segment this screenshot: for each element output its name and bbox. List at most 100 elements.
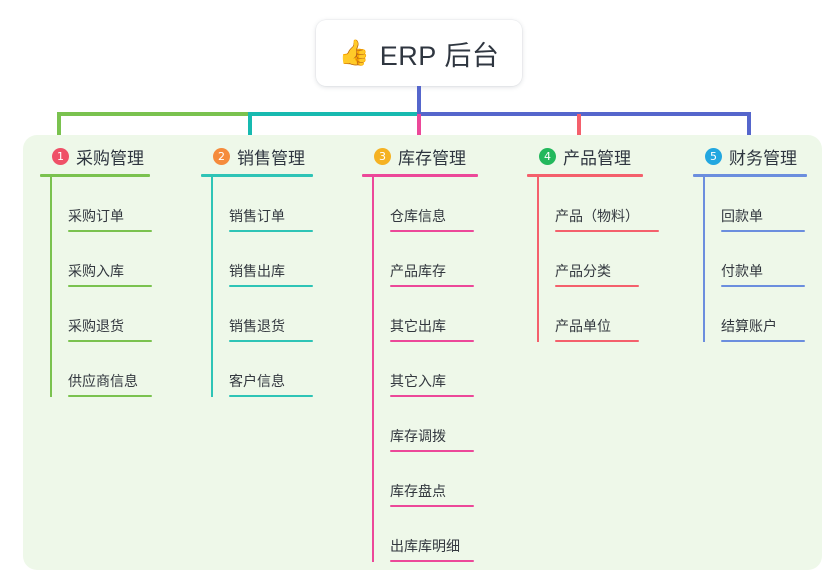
horizontal-connector-teal [248, 112, 421, 116]
leaf-item-rule [721, 285, 805, 287]
column-title: 产品管理 [563, 148, 631, 168]
root-trunk-connector [417, 86, 421, 116]
leaf-item[interactable]: 销售订单 [201, 177, 313, 232]
leaf-item-rule [721, 230, 805, 232]
column-spine [703, 177, 705, 342]
column-header-rule [693, 174, 807, 177]
drop-connector-col5 [747, 112, 751, 150]
leaf-item-label: 出库库明细 [390, 538, 460, 554]
leaf-item-rule [390, 450, 474, 452]
diagram-panel [23, 135, 822, 570]
leaf-item[interactable]: 其它出库 [362, 287, 478, 342]
leaf-item-rule [555, 230, 659, 232]
column-items: 销售订单销售出库销售退货客户信息 [201, 177, 313, 397]
drop-connector-col2 [248, 112, 252, 150]
column-header-rule [527, 174, 643, 177]
leaf-item-rule [68, 230, 152, 232]
leaf-item[interactable]: 仓库信息 [362, 177, 478, 232]
column-spine [537, 177, 539, 342]
leaf-item[interactable]: 客户信息 [201, 342, 313, 397]
drop-connector-col1 [57, 112, 61, 150]
leaf-item-label: 客户信息 [229, 373, 285, 389]
leaf-item-label: 供应商信息 [68, 373, 138, 389]
leaf-item-label: 库存盘点 [390, 483, 446, 499]
column-title: 财务管理 [729, 148, 797, 168]
leaf-item-label: 产品分类 [555, 263, 611, 279]
leaf-item[interactable]: 采购入库 [40, 232, 152, 287]
leaf-item[interactable]: 供应商信息 [40, 342, 152, 397]
leaf-item-rule [68, 395, 152, 397]
leaf-item-rule [390, 505, 474, 507]
leaf-item-label: 产品库存 [390, 263, 446, 279]
leaf-item[interactable]: 库存盘点 [362, 452, 478, 507]
column-badge-icon: 3 [374, 147, 391, 165]
column-badge-icon: 4 [539, 147, 556, 165]
leaf-item[interactable]: 出库库明细 [362, 507, 478, 562]
leaf-item[interactable]: 产品库存 [362, 232, 478, 287]
leaf-item-rule [229, 340, 313, 342]
leaf-item[interactable]: 其它入库 [362, 342, 478, 397]
column-spine [372, 177, 374, 562]
leaf-item[interactable]: 产品（物料） [527, 177, 659, 232]
leaf-item[interactable]: 产品分类 [527, 232, 659, 287]
leaf-item-rule [229, 230, 313, 232]
column-header-4[interactable]: 4 产品管理 [527, 143, 659, 169]
leaf-item-rule [721, 340, 805, 342]
leaf-item-rule [390, 395, 474, 397]
column-items: 仓库信息产品库存其它出库其它入库库存调拨库存盘点出库库明细 [362, 177, 478, 562]
leaf-item[interactable]: 结算账户 [693, 287, 807, 342]
root-node[interactable]: 👍 ERP 后台 [316, 20, 522, 86]
leaf-item-rule [68, 285, 152, 287]
leaf-item[interactable]: 库存调拨 [362, 397, 478, 452]
column-header-rule [362, 174, 478, 177]
drop-connector-col3 [417, 114, 421, 150]
leaf-item-label: 产品（物料） [555, 208, 639, 224]
drop-connector-col4 [577, 114, 581, 150]
column-items: 采购订单采购入库采购退货供应商信息 [40, 177, 152, 397]
leaf-item-label: 其它入库 [390, 373, 446, 389]
column-spine [50, 177, 52, 397]
leaf-item[interactable]: 回款单 [693, 177, 807, 232]
column-header-rule [40, 174, 150, 177]
leaf-item-label: 回款单 [721, 208, 763, 224]
root-title: ERP 后台 [379, 40, 500, 71]
column-items: 回款单付款单结算账户 [693, 177, 807, 342]
leaf-item[interactable]: 付款单 [693, 232, 807, 287]
leaf-item-label: 采购入库 [68, 263, 124, 279]
leaf-item-label: 销售订单 [229, 208, 285, 224]
leaf-item-label: 库存调拨 [390, 428, 446, 444]
column-header-rule [201, 174, 313, 177]
leaf-item-label: 付款单 [721, 263, 763, 279]
column-title: 采购管理 [76, 148, 144, 168]
column-spine [211, 177, 213, 397]
leaf-item[interactable]: 产品单位 [527, 287, 659, 342]
column-title: 库存管理 [398, 148, 466, 168]
thumbs-up-icon: 👍 [338, 38, 370, 67]
leaf-item-rule [555, 340, 639, 342]
leaf-item[interactable]: 采购退货 [40, 287, 152, 342]
leaf-item[interactable]: 销售出库 [201, 232, 313, 287]
leaf-item-rule [390, 560, 474, 562]
column-3: 3 库存管理仓库信息产品库存其它出库其它入库库存调拨库存盘点出库库明细 [362, 143, 478, 562]
leaf-item-label: 结算账户 [721, 318, 777, 334]
leaf-item-label: 其它出库 [390, 318, 446, 334]
leaf-item-rule [229, 285, 313, 287]
leaf-item-rule [390, 340, 474, 342]
leaf-item-label: 仓库信息 [390, 208, 446, 224]
leaf-item-rule [390, 285, 474, 287]
horizontal-connector-blue [417, 112, 751, 116]
leaf-item[interactable]: 采购订单 [40, 177, 152, 232]
leaf-item-rule [555, 285, 639, 287]
column-title: 销售管理 [237, 148, 305, 168]
leaf-item-rule [229, 395, 313, 397]
column-header-3[interactable]: 3 库存管理 [362, 143, 478, 169]
leaf-item-label: 采购订单 [68, 208, 124, 224]
leaf-item[interactable]: 销售退货 [201, 287, 313, 342]
